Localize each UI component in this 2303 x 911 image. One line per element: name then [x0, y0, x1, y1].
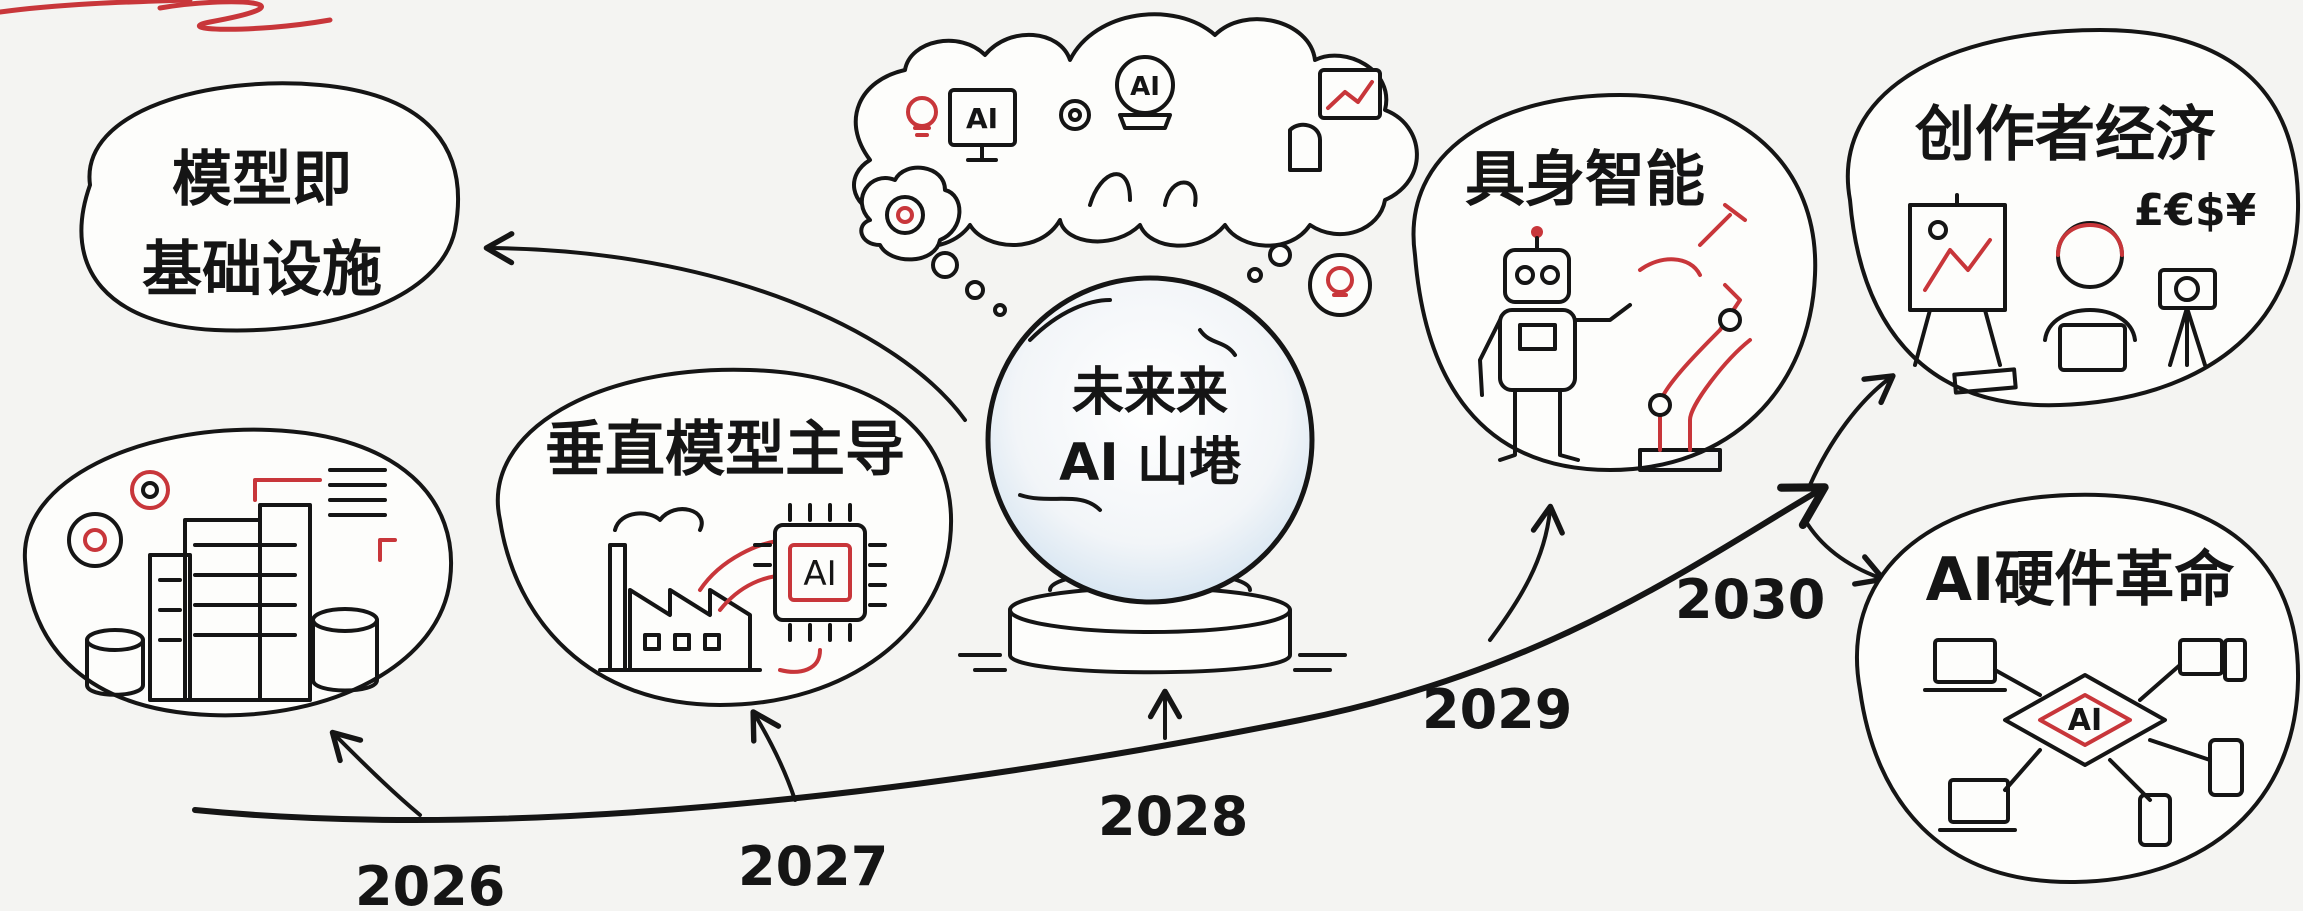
- arrow-to-hardware: [1803, 518, 1887, 587]
- crystal-ball-line1: 未来来: [1072, 363, 1228, 423]
- currency-symbols: £€$¥: [2134, 185, 2257, 236]
- ai-chip-network-icon: AI: [1923, 638, 2247, 847]
- red-scribble-decoration: [0, 0, 333, 32]
- node-embodied-intelligence: 具身智能: [1411, 93, 1818, 472]
- arrow-to-creator: [1808, 373, 1896, 487]
- chart-screen-icon: [1288, 68, 1382, 172]
- thought-cloud: AI AI: [852, 12, 1419, 317]
- year-label-2028: 2028: [1098, 785, 1248, 848]
- datacenter-server-icon: [67, 468, 397, 702]
- lightbulb-bubble-icon: [1308, 253, 1372, 317]
- node-creator-economy: 创作者经济 £€$¥: [1846, 28, 2301, 408]
- vertical-chip-label: AI: [803, 554, 836, 594]
- node-creator-title: 创作者经济: [1915, 100, 2216, 170]
- crystal-ball: 未来来 AI 山塂: [958, 275, 1347, 675]
- cloud-ai-label: AI: [966, 102, 998, 135]
- crystal-ball-line2: AI 山塂: [1059, 433, 1242, 493]
- timeline-curve: [192, 483, 1829, 823]
- year-label-2026: 2026: [355, 855, 505, 911]
- node-embodied-title: 具身智能: [1465, 145, 1705, 215]
- arrow-to-vertical: [750, 709, 797, 802]
- brain-gear-icon: [885, 195, 925, 235]
- arrow-to-embodied: [1488, 503, 1565, 642]
- lightbulb-icon: [906, 96, 938, 137]
- node-vertical-models: 垂直模型主导 AI: [496, 367, 953, 707]
- ai-monitor-icon: AI: [948, 88, 1017, 162]
- year-label-2030: 2030: [1675, 568, 1825, 631]
- node-model-infrastructure-line2: 基础设施: [142, 235, 382, 305]
- node-vertical-models-title: 垂直模型主导: [545, 415, 905, 485]
- arrow-globe-to-model-infra: [483, 231, 967, 422]
- node-ai-hardware-revolution: AI硬件革命 AI: [1854, 492, 2301, 885]
- factory-ai-chip-icon: AI: [598, 503, 887, 674]
- hardware-chip-label: AI: [2068, 703, 2102, 738]
- year-label-2027: 2027: [738, 835, 888, 898]
- node-datacenter: [22, 427, 454, 718]
- year-label-2029: 2029: [1422, 678, 1572, 741]
- robot-and-arm-icon: [1478, 203, 1752, 472]
- cloud-ai-label-2: AI: [1130, 72, 1160, 102]
- gear-icon: [1059, 99, 1091, 131]
- creator-studio-icon: [1908, 193, 2217, 395]
- ai-crystal-ball-mini-icon: AI: [1115, 55, 1175, 130]
- node-model-infrastructure-line1: 模型即: [172, 145, 352, 215]
- node-model-infrastructure: 模型即 基础设施: [79, 81, 460, 333]
- arrow-to-infrastructure: [329, 729, 422, 817]
- node-hardware-title: AI硬件革命: [1926, 545, 2235, 615]
